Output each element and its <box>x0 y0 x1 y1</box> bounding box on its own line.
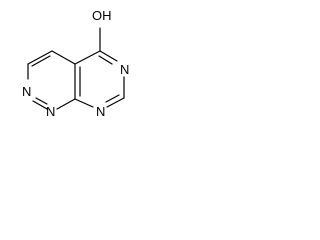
bond-n1-n2 <box>32 100 48 110</box>
ring-n-bottom-middle: N <box>96 104 105 119</box>
bond-c6-c7 <box>27 50 53 65</box>
bond-c2-n1r <box>106 97 125 108</box>
atom-labels: OH N N N N <box>22 8 129 119</box>
ring-n-top-right: N <box>120 62 129 77</box>
bond-c6-c7-double <box>31 55 51 67</box>
bond-c2-n1r-double <box>105 94 120 103</box>
bond-c4-n3-double <box>98 55 113 65</box>
bond-c4a-c4 <box>74 50 101 65</box>
bond-c5-c6 <box>51 50 76 65</box>
bond-n1r-c8a <box>74 98 94 108</box>
ring-n-bottom-left-1: N <box>22 84 31 99</box>
bond-n2-c8a <box>56 98 76 110</box>
ring-n-bottom-left-2: N <box>46 104 55 119</box>
molecule-diagram: OH N N N N <box>22 8 129 119</box>
oh-label: OH <box>92 8 112 23</box>
bond-n1-n2-double <box>35 97 48 105</box>
bond-c4-n3 <box>99 50 118 62</box>
bonds <box>27 27 125 110</box>
